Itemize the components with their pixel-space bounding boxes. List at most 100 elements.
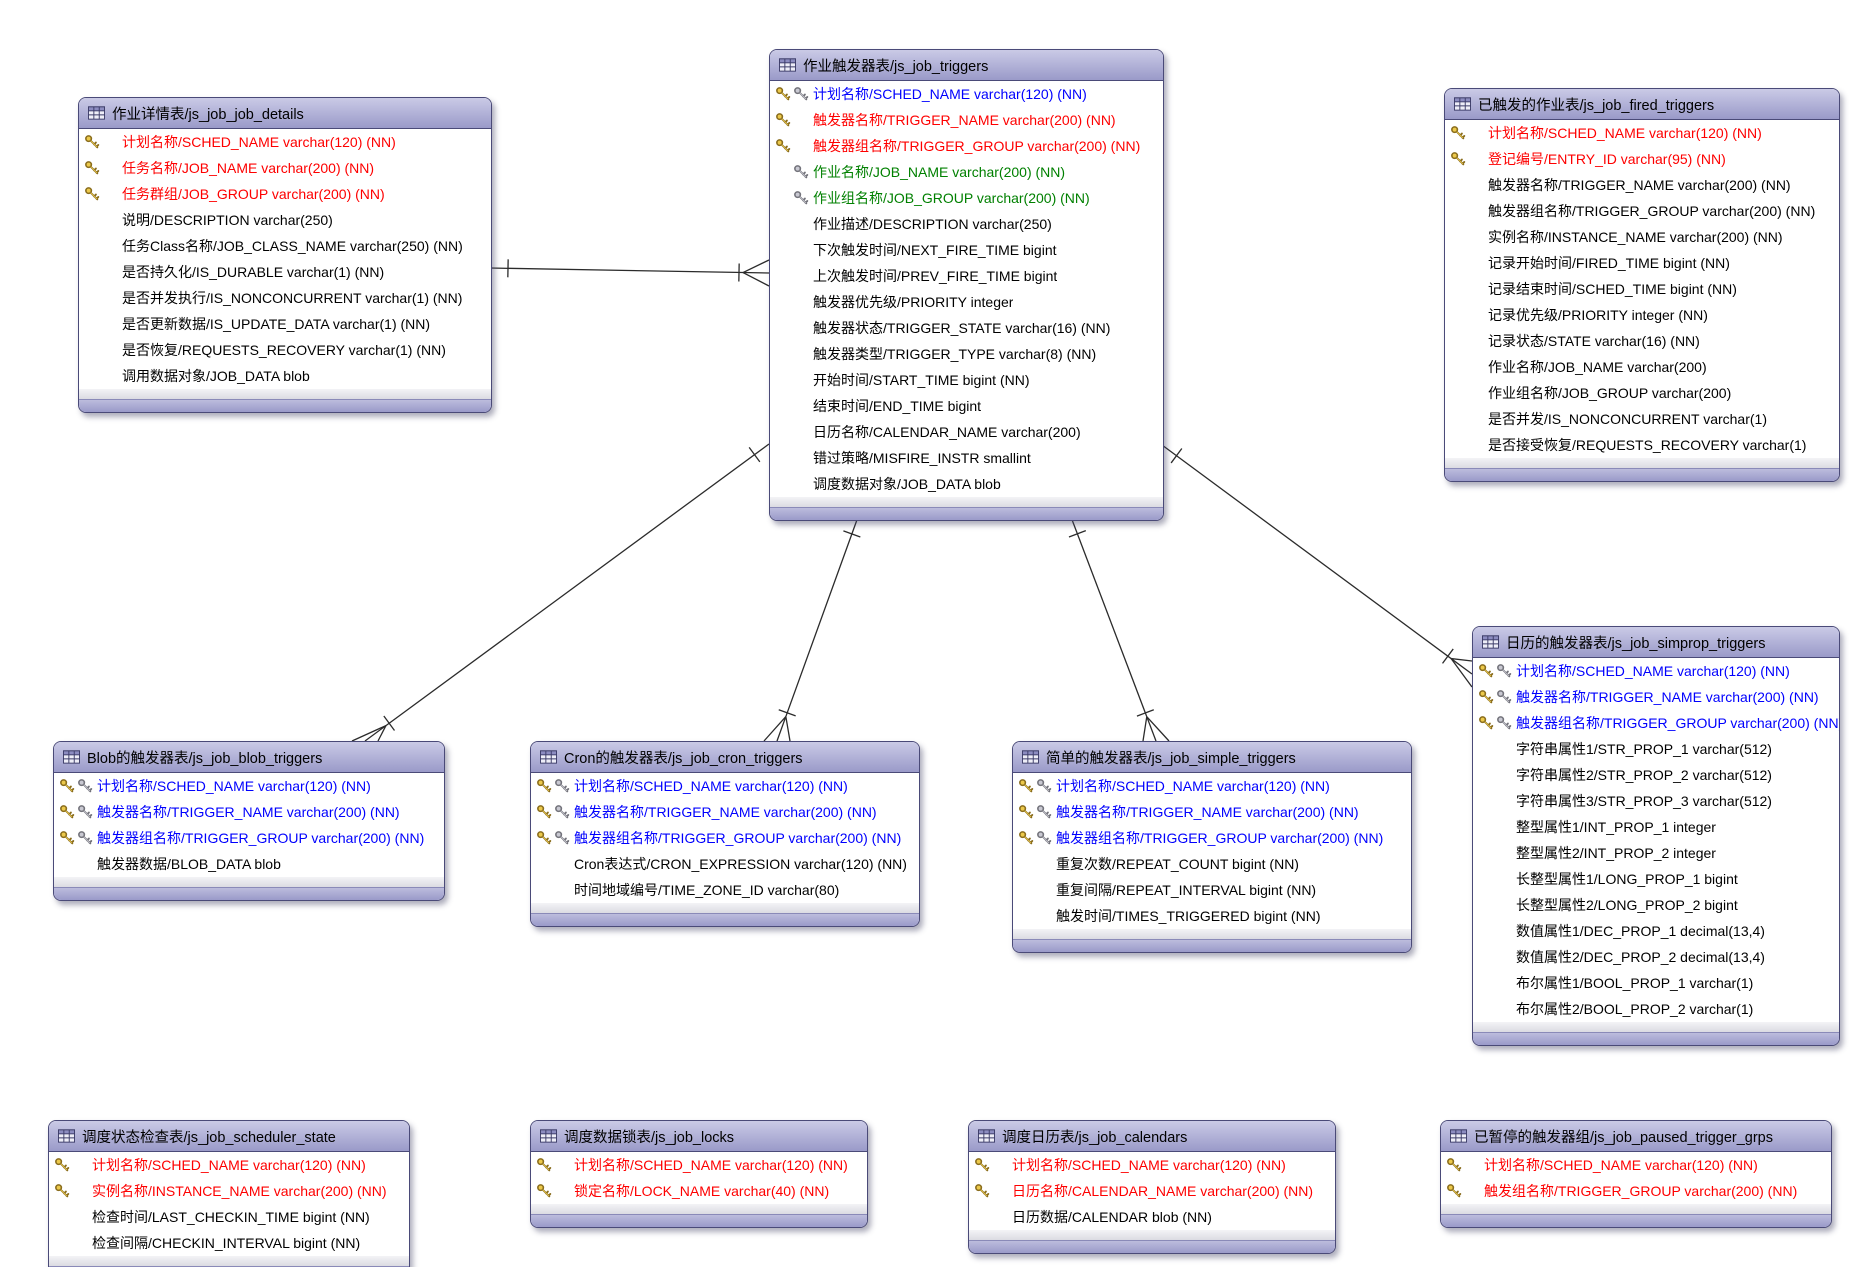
er-table-js_job_cron_triggers[interactable]: Cron的触发器表/js_job_cron_triggers 计划名称/SCHE…: [530, 741, 920, 927]
field-row[interactable]: 计划名称/SCHED_NAME varchar(120) (NN): [1441, 1152, 1831, 1178]
field-row[interactable]: 记录优先级/PRIORITY integer (NN): [1445, 302, 1839, 328]
field-row[interactable]: 触发器组名称/TRIGGER_GROUP varchar(200) (NN): [1013, 825, 1411, 851]
field-row[interactable]: 触发器类型/TRIGGER_TYPE varchar(8) (NN): [770, 341, 1163, 367]
field-row[interactable]: 检查间隔/CHECKIN_INTERVAL bigint (NN): [49, 1230, 409, 1256]
er-table-js_job_calendars[interactable]: 调度日历表/js_job_calendars 计划名称/SCHED_NAME v…: [968, 1120, 1336, 1254]
field-row[interactable]: 触发器组名称/TRIGGER_GROUP varchar(200) (NN): [770, 133, 1163, 159]
er-table-js_job_triggers[interactable]: 作业触发器表/js_job_triggers 计划名称/SCHED_NAME v…: [769, 49, 1164, 521]
table-header[interactable]: 作业触发器表/js_job_triggers: [770, 50, 1163, 81]
field-row[interactable]: 触发器名称/TRIGGER_NAME varchar(200) (NN): [1013, 799, 1411, 825]
field-row[interactable]: 调用数据对象/JOB_DATA blob: [79, 363, 491, 389]
field-row[interactable]: 调度数据对象/JOB_DATA blob: [770, 471, 1163, 497]
field-row[interactable]: 字符串属性1/STR_PROP_1 varchar(512): [1473, 736, 1839, 762]
field-row[interactable]: 重复间隔/REPEAT_INTERVAL bigint (NN): [1013, 877, 1411, 903]
field-row[interactable]: 触发时间/TIMES_TRIGGERED bigint (NN): [1013, 903, 1411, 929]
field-row[interactable]: 计划名称/SCHED_NAME varchar(120) (NN): [531, 1152, 867, 1178]
field-row[interactable]: 任务名称/JOB_NAME varchar(200) (NN): [79, 155, 491, 181]
er-table-js_job_fired_triggers[interactable]: 已触发的作业表/js_job_fired_triggers 计划名称/SCHED…: [1444, 88, 1840, 482]
field-row[interactable]: 触发器优先级/PRIORITY integer: [770, 289, 1163, 315]
field-row[interactable]: 计划名称/SCHED_NAME varchar(120) (NN): [770, 81, 1163, 107]
field-row[interactable]: 是否恢复/REQUESTS_RECOVERY varchar(1) (NN): [79, 337, 491, 363]
field-row[interactable]: 结束时间/END_TIME bigint: [770, 393, 1163, 419]
field-row[interactable]: 计划名称/SCHED_NAME varchar(120) (NN): [1013, 773, 1411, 799]
field-row[interactable]: 任务Class名称/JOB_CLASS_NAME varchar(250) (N…: [79, 233, 491, 259]
table-header[interactable]: 已触发的作业表/js_job_fired_triggers: [1445, 89, 1839, 120]
field-row[interactable]: 是否持久化/IS_DURABLE varchar(1) (NN): [79, 259, 491, 285]
field-row[interactable]: 计划名称/SCHED_NAME varchar(120) (NN): [49, 1152, 409, 1178]
field-row[interactable]: 记录开始时间/FIRED_TIME bigint (NN): [1445, 250, 1839, 276]
table-header[interactable]: 已暂停的触发器组/js_job_paused_trigger_grps: [1441, 1121, 1831, 1152]
field-row[interactable]: 实例名称/INSTANCE_NAME varchar(200) (NN): [49, 1178, 409, 1204]
field-row[interactable]: 记录结束时间/SCHED_TIME bigint (NN): [1445, 276, 1839, 302]
field-row[interactable]: 是否并发执行/IS_NONCONCURRENT varchar(1) (NN): [79, 285, 491, 311]
field-row[interactable]: 计划名称/SCHED_NAME varchar(120) (NN): [531, 773, 919, 799]
field-row[interactable]: 上次触发时间/PREV_FIRE_TIME bigint: [770, 263, 1163, 289]
er-table-js_job_simple_triggers[interactable]: 简单的触发器表/js_job_simple_triggers 计划名称/SCHE…: [1012, 741, 1412, 953]
field-row[interactable]: 触发器名称/TRIGGER_NAME varchar(200) (NN): [54, 799, 444, 825]
field-row[interactable]: 字符串属性3/STR_PROP_3 varchar(512): [1473, 788, 1839, 814]
field-row[interactable]: 是否接受恢复/REQUESTS_RECOVERY varchar(1): [1445, 432, 1839, 458]
field-row[interactable]: 触发器名称/TRIGGER_NAME varchar(200) (NN): [531, 799, 919, 825]
field-row[interactable]: 整型属性2/INT_PROP_2 integer: [1473, 840, 1839, 866]
field-row[interactable]: 触发器组名称/TRIGGER_GROUP varchar(200) (NN): [1445, 198, 1839, 224]
field-row[interactable]: 作业组名称/JOB_GROUP varchar(200) (NN): [770, 185, 1163, 211]
field-row[interactable]: 触发器名称/TRIGGER_NAME varchar(200) (NN): [1473, 684, 1839, 710]
field-row[interactable]: 触发器组名称/TRIGGER_GROUP varchar(200) (NN): [54, 825, 444, 851]
field-row[interactable]: 长整型属性1/LONG_PROP_1 bigint: [1473, 866, 1839, 892]
field-row[interactable]: 实例名称/INSTANCE_NAME varchar(200) (NN): [1445, 224, 1839, 250]
field-row[interactable]: 是否更新数据/IS_UPDATE_DATA varchar(1) (NN): [79, 311, 491, 337]
table-header[interactable]: 调度状态检查表/js_job_scheduler_state: [49, 1121, 409, 1152]
field-row[interactable]: 触发器组名称/TRIGGER_GROUP varchar(200) (NN): [1473, 710, 1839, 736]
field-row[interactable]: 触发组名称/TRIGGER_GROUP varchar(200) (NN): [1441, 1178, 1831, 1204]
field-row[interactable]: 数值属性2/DEC_PROP_2 decimal(13,4): [1473, 944, 1839, 970]
field-row[interactable]: 触发器数据/BLOB_DATA blob: [54, 851, 444, 877]
field-row[interactable]: Cron表达式/CRON_EXPRESSION varchar(120) (NN…: [531, 851, 919, 877]
er-table-js_job_job_details[interactable]: 作业详情表/js_job_job_details 计划名称/SCHED_NAME…: [78, 97, 492, 413]
field-row[interactable]: 作业名称/JOB_NAME varchar(200) (NN): [770, 159, 1163, 185]
table-header[interactable]: 调度日历表/js_job_calendars: [969, 1121, 1335, 1152]
field-row[interactable]: 长整型属性2/LONG_PROP_2 bigint: [1473, 892, 1839, 918]
field-row[interactable]: 数值属性1/DEC_PROP_1 decimal(13,4): [1473, 918, 1839, 944]
field-row[interactable]: 错过策略/MISFIRE_INSTR smallint: [770, 445, 1163, 471]
table-header[interactable]: 简单的触发器表/js_job_simple_triggers: [1013, 742, 1411, 773]
er-table-js_job_scheduler_state[interactable]: 调度状态检查表/js_job_scheduler_state 计划名称/SCHE…: [48, 1120, 410, 1267]
field-row[interactable]: 锁定名称/LOCK_NAME varchar(40) (NN): [531, 1178, 867, 1204]
field-row[interactable]: 布尔属性1/BOOL_PROP_1 varchar(1): [1473, 970, 1839, 996]
table-header[interactable]: Cron的触发器表/js_job_cron_triggers: [531, 742, 919, 773]
field-row[interactable]: 开始时间/START_TIME bigint (NN): [770, 367, 1163, 393]
er-table-js_job_blob_triggers[interactable]: Blob的触发器表/js_job_blob_triggers 计划名称/SCHE…: [53, 741, 445, 901]
field-row[interactable]: 计划名称/SCHED_NAME varchar(120) (NN): [1445, 120, 1839, 146]
field-row[interactable]: 检查时间/LAST_CHECKIN_TIME bigint (NN): [49, 1204, 409, 1230]
field-row[interactable]: 任务群组/JOB_GROUP varchar(200) (NN): [79, 181, 491, 207]
field-row[interactable]: 触发器组名称/TRIGGER_GROUP varchar(200) (NN): [531, 825, 919, 851]
field-row[interactable]: 说明/DESCRIPTION varchar(250): [79, 207, 491, 233]
field-row[interactable]: 下次触发时间/NEXT_FIRE_TIME bigint: [770, 237, 1163, 263]
field-row[interactable]: 计划名称/SCHED_NAME varchar(120) (NN): [1473, 658, 1839, 684]
field-row[interactable]: 登记编号/ENTRY_ID varchar(95) (NN): [1445, 146, 1839, 172]
er-table-js_job_simprop_triggers[interactable]: 日历的触发器表/js_job_simprop_triggers 计划名称/SCH…: [1472, 626, 1840, 1046]
field-row[interactable]: 触发器名称/TRIGGER_NAME varchar(200) (NN): [1445, 172, 1839, 198]
field-row[interactable]: 触发器名称/TRIGGER_NAME varchar(200) (NN): [770, 107, 1163, 133]
field-row[interactable]: 计划名称/SCHED_NAME varchar(120) (NN): [79, 129, 491, 155]
field-row[interactable]: 日历名称/CALENDAR_NAME varchar(200): [770, 419, 1163, 445]
er-table-js_job_locks[interactable]: 调度数据锁表/js_job_locks 计划名称/SCHED_NAME varc…: [530, 1120, 868, 1228]
field-row[interactable]: 计划名称/SCHED_NAME varchar(120) (NN): [969, 1152, 1335, 1178]
field-row[interactable]: 日历名称/CALENDAR_NAME varchar(200) (NN): [969, 1178, 1335, 1204]
field-row[interactable]: 作业组名称/JOB_GROUP varchar(200): [1445, 380, 1839, 406]
table-header[interactable]: 调度数据锁表/js_job_locks: [531, 1121, 867, 1152]
field-row[interactable]: 计划名称/SCHED_NAME varchar(120) (NN): [54, 773, 444, 799]
field-row[interactable]: 重复次数/REPEAT_COUNT bigint (NN): [1013, 851, 1411, 877]
field-row[interactable]: 时间地域编号/TIME_ZONE_ID varchar(80): [531, 877, 919, 903]
table-header[interactable]: 作业详情表/js_job_job_details: [79, 98, 491, 129]
field-row[interactable]: 字符串属性2/STR_PROP_2 varchar(512): [1473, 762, 1839, 788]
er-table-js_job_paused_trigger_grps[interactable]: 已暂停的触发器组/js_job_paused_trigger_grps 计划名称…: [1440, 1120, 1832, 1228]
field-row[interactable]: 作业名称/JOB_NAME varchar(200): [1445, 354, 1839, 380]
field-row[interactable]: 触发器状态/TRIGGER_STATE varchar(16) (NN): [770, 315, 1163, 341]
field-row[interactable]: 布尔属性2/BOOL_PROP_2 varchar(1): [1473, 996, 1839, 1022]
field-row[interactable]: 作业描述/DESCRIPTION varchar(250): [770, 211, 1163, 237]
field-row[interactable]: 日历数据/CALENDAR blob (NN): [969, 1204, 1335, 1230]
field-row[interactable]: 记录状态/STATE varchar(16) (NN): [1445, 328, 1839, 354]
table-header[interactable]: 日历的触发器表/js_job_simprop_triggers: [1473, 627, 1839, 658]
table-header[interactable]: Blob的触发器表/js_job_blob_triggers: [54, 742, 444, 773]
field-row[interactable]: 整型属性1/INT_PROP_1 integer: [1473, 814, 1839, 840]
